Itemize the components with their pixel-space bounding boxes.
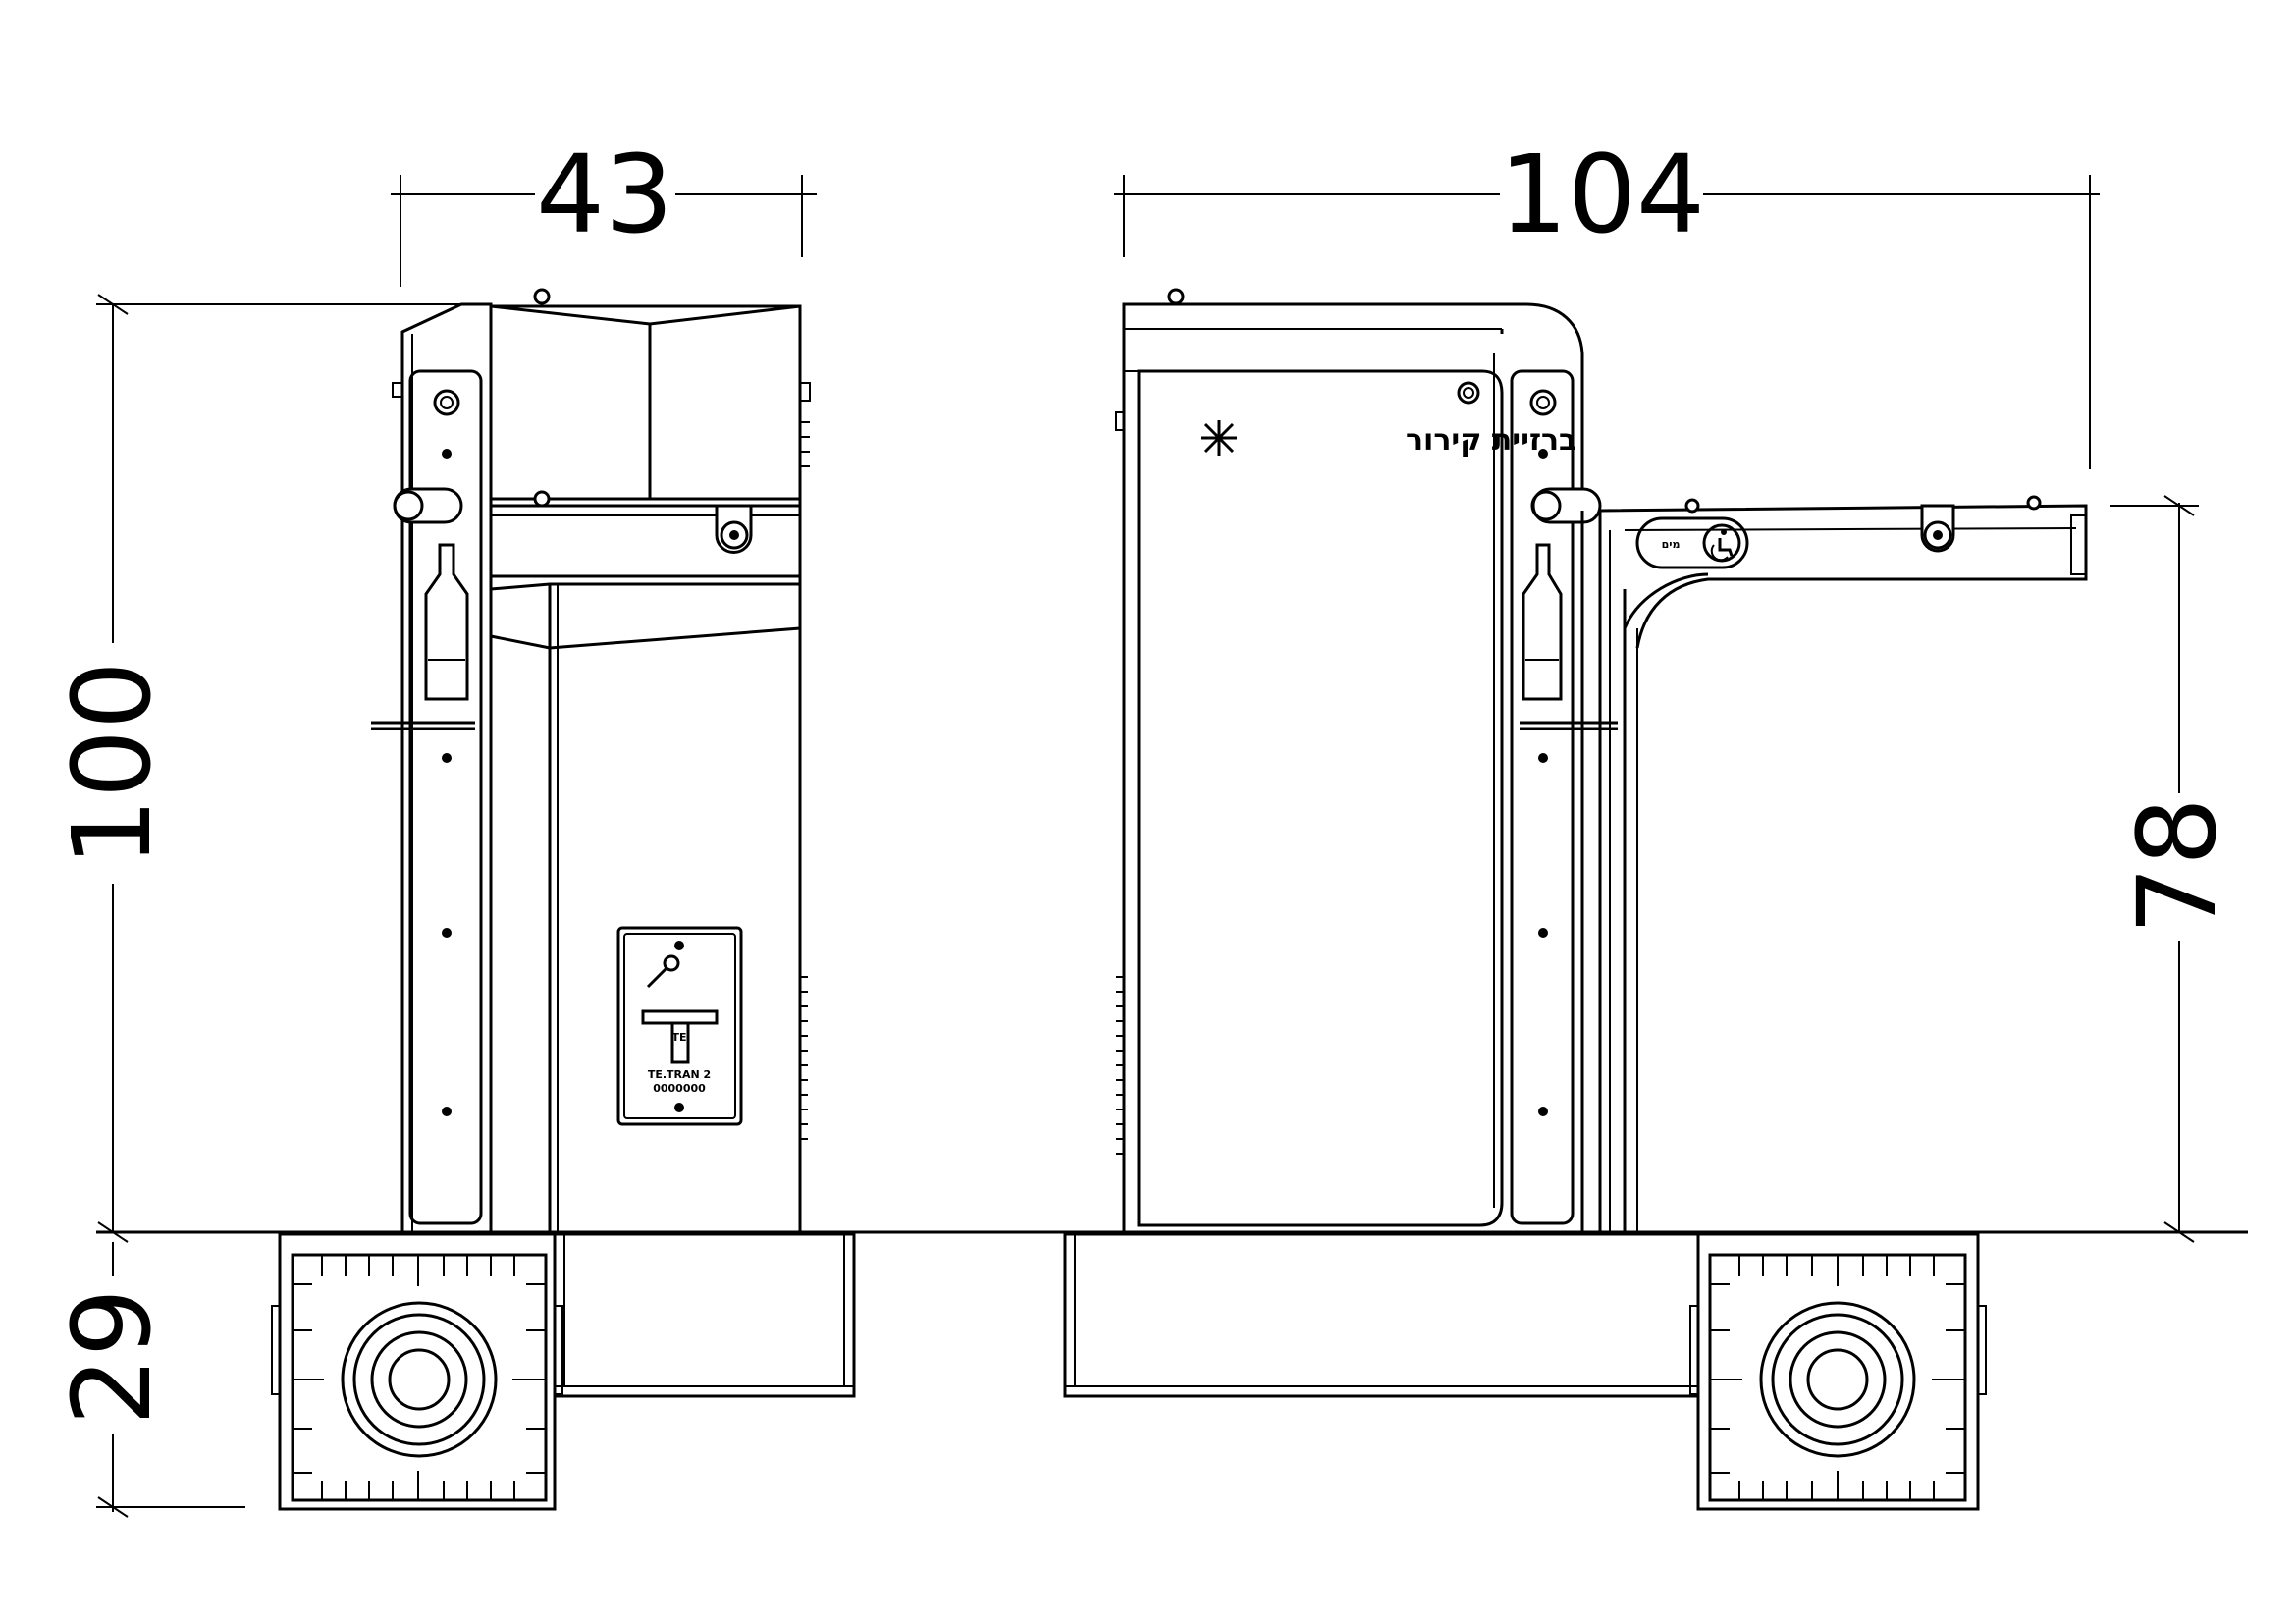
dimension-base-height-label: 29 (49, 1288, 175, 1426)
plate-line-1: TE (671, 1031, 686, 1044)
dimension-front-width-label: 104 (1499, 132, 1705, 257)
dimension-bowl-height-label: 78 (2114, 797, 2240, 935)
badge-text: מים (1662, 538, 1681, 551)
plate-line-2: TE.TRAN 2 (648, 1068, 711, 1081)
dimension-front-width: 104 (1114, 132, 2100, 469)
dimension-total-height-label: 100 (49, 661, 175, 867)
dimension-bowl-height: 78 (2110, 495, 2240, 1243)
dimension-side-width-label: 43 (536, 132, 673, 257)
dimension-base-height: 29 (49, 1242, 245, 1518)
side-view: TE TE.TRAN 2 0000000 (271, 288, 856, 1511)
drain-wheel-left (341, 1301, 498, 1458)
plate-line-3: 0000000 (653, 1082, 706, 1095)
dimension-side-width: 43 (391, 132, 817, 287)
drain-wheel-right (1759, 1301, 1916, 1458)
snowflake-icon (1201, 420, 1237, 456)
vents-left (1115, 411, 1125, 1155)
front-view: ברזיית קירור (1063, 288, 2088, 1511)
dimension-total-height: 100 (49, 294, 461, 1243)
service-plate: TE TE.TRAN 2 0000000 (616, 926, 743, 1126)
cooler-label: ברזיית קירור (1406, 423, 1576, 458)
front-push-button (1920, 504, 1955, 553)
wrench-icon (646, 954, 680, 989)
base-ticks-top-left (293, 1255, 546, 1500)
push-button (715, 504, 753, 554)
bottle-icon (424, 543, 469, 701)
accessibility-icon: מים (1635, 516, 1749, 569)
base-ticks-right (1710, 1255, 1965, 1500)
